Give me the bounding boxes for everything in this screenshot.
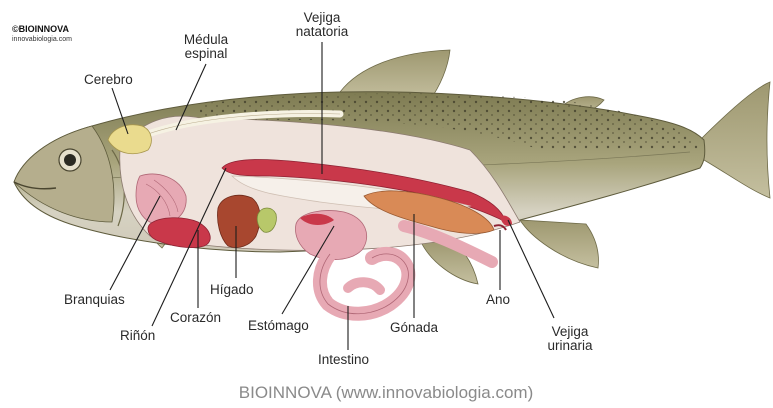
label-intestino: Intestino bbox=[318, 352, 369, 367]
caption: BIOINNOVA (www.innovabiologia.com) bbox=[239, 383, 533, 402]
label-vejiga-natatoria-line1: Vejiga bbox=[304, 10, 341, 25]
head bbox=[14, 126, 114, 222]
anal-fin bbox=[520, 220, 599, 268]
pupil bbox=[64, 154, 76, 166]
label-rinon: Riñón bbox=[120, 328, 155, 343]
label-vejiga-urinaria-line2: urinaria bbox=[547, 338, 593, 353]
watermark-site: innovabiologia.com bbox=[12, 36, 72, 43]
watermark-brand: ©BIOINNOVA bbox=[12, 24, 69, 34]
label-cerebro: Cerebro bbox=[84, 72, 133, 87]
label-medula-line2: espinal bbox=[185, 46, 228, 61]
label-vejiga-urinaria-line1: Vejiga bbox=[552, 324, 589, 339]
label-ano: Ano bbox=[486, 292, 510, 307]
label-vejiga-natatoria-line2: natatoria bbox=[296, 24, 349, 39]
label-branquias: Branquias bbox=[64, 292, 125, 307]
tail-fin bbox=[700, 82, 770, 198]
liver bbox=[217, 195, 260, 247]
label-higado: Hígado bbox=[210, 282, 254, 297]
label-medula-line1: Médula bbox=[184, 32, 229, 47]
label-corazon: Corazón bbox=[170, 310, 221, 325]
label-gonada: Gónada bbox=[390, 320, 439, 335]
intestine-loop-2 bbox=[348, 282, 380, 290]
label-estomago: Estómago bbox=[248, 318, 309, 333]
